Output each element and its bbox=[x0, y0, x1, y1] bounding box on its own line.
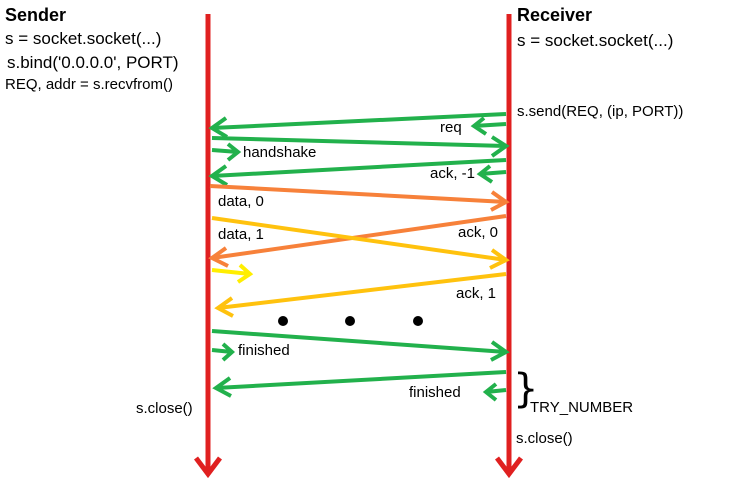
arrow-data1-head bbox=[489, 248, 510, 270]
ellipsis-dot bbox=[413, 316, 423, 326]
arrow-ack0-head bbox=[208, 246, 229, 268]
sender-code-line-3: REQ, addr = s.recvfrom() bbox=[5, 76, 173, 93]
arrow-finished-recv-head bbox=[212, 376, 232, 398]
label-data1: data, 1 bbox=[218, 226, 264, 243]
ellipsis-dot bbox=[345, 316, 355, 326]
label-ack0: ack, 0 bbox=[458, 224, 499, 241]
arrow-handshake-start-hook bbox=[211, 142, 242, 162]
label-finished-recv: finished bbox=[409, 384, 461, 401]
arrow-finished-recv-tail-hook bbox=[482, 382, 507, 402]
sender-title: Sender bbox=[5, 5, 67, 25]
ellipsis-dot bbox=[278, 316, 288, 326]
arrow-finished-send-head bbox=[490, 340, 510, 362]
arrow-req-head bbox=[208, 116, 229, 139]
receiver-code-line-1: s = socket.socket(...) bbox=[517, 31, 674, 50]
try-number-brace: } bbox=[513, 366, 539, 412]
sender-code-line-2: s.bind('0.0.0.0', PORT) bbox=[7, 53, 179, 72]
arrow-ack-m1-tail-hook bbox=[476, 164, 507, 184]
arrow-req bbox=[211, 112, 507, 130]
label-req: req bbox=[440, 119, 462, 136]
arrow-req-tail-hook bbox=[470, 116, 507, 136]
label-data0: data, 0 bbox=[218, 193, 264, 210]
arrow-data0 bbox=[209, 184, 507, 204]
arrow-finished-recv bbox=[215, 370, 507, 390]
label-handshake: handshake bbox=[243, 144, 317, 161]
arrow-ack1-head bbox=[214, 296, 234, 318]
receiver-title: Receiver bbox=[517, 5, 593, 25]
sender-timeline-arrowhead bbox=[194, 456, 222, 479]
sender-close: s.close() bbox=[136, 400, 193, 417]
arrow-ack-m1-head bbox=[208, 164, 229, 187]
label-ack1: ack, 1 bbox=[456, 285, 497, 302]
label-finished-send: finished bbox=[238, 342, 290, 359]
label-try-number: TRY_NUMBER bbox=[530, 399, 634, 416]
arrow-finished-send bbox=[211, 329, 507, 354]
arrow-handshake-head bbox=[490, 135, 510, 158]
arrow-data1 bbox=[211, 216, 507, 262]
arrow-ack1 bbox=[217, 272, 507, 310]
arrow-data0-head bbox=[490, 190, 510, 212]
sender-code-line-1: s = socket.socket(...) bbox=[5, 29, 162, 48]
receiver-close: s.close() bbox=[516, 430, 573, 447]
receiver-timeline-arrowhead bbox=[495, 456, 523, 479]
arrow-finished-send-start-hook bbox=[211, 342, 236, 362]
arrow-ack-m1 bbox=[211, 158, 507, 178]
receiver-send: s.send(REQ, (ip, PORT)) bbox=[517, 103, 684, 120]
arrow-handshake bbox=[211, 136, 507, 148]
arrow-yellow-short bbox=[211, 263, 254, 284]
label-ack-m1: ack, -1 bbox=[430, 165, 476, 182]
